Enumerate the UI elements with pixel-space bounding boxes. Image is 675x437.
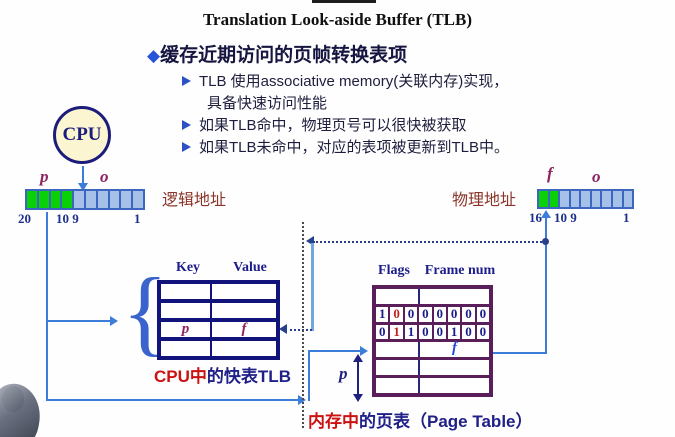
tlb-header-value: Value xyxy=(233,260,267,275)
table-row: f xyxy=(376,340,489,361)
bit-cell xyxy=(581,191,592,207)
tlb-table: p f xyxy=(157,280,280,360)
bit-cell xyxy=(109,191,122,208)
logical-address-register xyxy=(25,189,145,210)
physical-o-label: o xyxy=(592,167,601,186)
bit-cell xyxy=(74,191,86,208)
frame-to-physical-line xyxy=(545,214,547,354)
presenter-head xyxy=(2,386,24,412)
tlb-hit-dashed-line xyxy=(313,241,545,243)
cpu-to-register-line xyxy=(82,166,84,184)
bit-cell xyxy=(560,191,571,207)
physical-bit-16: 16 xyxy=(529,210,542,225)
logical-p-label: p xyxy=(40,167,49,186)
arrow-bullet-icon xyxy=(182,120,191,130)
pagetable-caption-red: 内存中 xyxy=(308,412,359,431)
table-row xyxy=(161,284,276,303)
divider-dotted-line xyxy=(302,222,304,428)
page-title: Translation Look-aside Buffer (TLB) xyxy=(202,10,473,29)
bit-cell xyxy=(38,191,51,208)
sub-bullet-2: 如果TLB命中，物理页号可以很快被获取 xyxy=(182,114,467,135)
video-artifact-bar xyxy=(312,0,376,3)
pagetable-elbow-vertical xyxy=(308,351,310,401)
logical-bit-1: 1 xyxy=(134,211,141,226)
bit-cell xyxy=(612,191,624,207)
bit-cell xyxy=(133,191,143,208)
p-span-line xyxy=(357,357,359,397)
physical-f-label: f xyxy=(547,164,553,183)
arrow-down-icon xyxy=(78,183,88,191)
table-row xyxy=(376,289,489,307)
physical-address-register xyxy=(537,189,634,209)
frame-out-line xyxy=(492,352,547,354)
bullet-main: ◆缓存近期访问的页帧转换表项 xyxy=(147,40,407,67)
bullet-main-text: 缓存近期访问的页帧转换表项 xyxy=(160,45,408,66)
physical-bit-1: 1 xyxy=(623,210,630,225)
p-flow-vertical-line xyxy=(46,212,48,401)
bit-cell xyxy=(591,191,603,207)
logical-o-label: o xyxy=(100,167,109,186)
sub-bullet-1: TLB 使用associative memory(关联内存)实现， xyxy=(182,70,508,91)
bit-cell xyxy=(549,191,561,207)
cpu-node: CPU xyxy=(53,106,111,164)
tlb-caption-blue: 的快表TLB xyxy=(206,367,291,386)
tlb-p-cell: p xyxy=(161,322,212,337)
arrow-right-icon xyxy=(110,316,118,326)
arrow-left-icon xyxy=(279,324,287,334)
bit-cell xyxy=(62,191,75,208)
table-row xyxy=(161,341,276,356)
junction-dot xyxy=(542,238,549,245)
tlb-f-cell: f xyxy=(241,321,247,337)
arrow-up-icon xyxy=(541,210,551,218)
bit-cell xyxy=(121,191,134,208)
diamond-bullet-icon: ◆ xyxy=(147,46,161,65)
tlb-caption: CPU中的快表TLB xyxy=(130,362,315,387)
physical-address-label: 物理地址 xyxy=(452,192,517,209)
table-row-bits: 0 1 1 0 0 1 0 0 xyxy=(376,324,489,343)
tlb-header-key: Key xyxy=(175,260,201,275)
bit-cell xyxy=(539,191,550,207)
pagetable-entry-line xyxy=(308,350,362,352)
sub-bullet-1-line2: 具备快速访问性能 xyxy=(207,92,327,113)
table-row-bits: 1 0 0 0 0 0 0 0 xyxy=(376,306,489,325)
sub-bullet-1b-text: 具备快速访问性能 xyxy=(207,95,328,112)
arrow-down-icon xyxy=(353,394,363,402)
p-to-pagetable-bottom-line xyxy=(46,399,304,401)
pagetable-caption-blue: 的页表（Page Table） xyxy=(359,412,533,431)
table-row xyxy=(376,360,489,379)
bit-cell xyxy=(570,191,582,207)
pagetable-header-framenum: Frame num xyxy=(424,263,496,278)
tlb-caption-red: CPU中 xyxy=(154,367,207,386)
tlb-f-dashed-line xyxy=(285,329,312,331)
bit-cell xyxy=(50,191,63,208)
arrow-right-icon xyxy=(360,346,368,356)
bit-cell xyxy=(27,191,39,208)
bit-cell xyxy=(602,191,613,207)
table-row xyxy=(161,303,276,322)
tlb-hit-vertical-line xyxy=(311,243,314,331)
p-to-tlb-line xyxy=(46,320,110,322)
logical-bit-20: 20 xyxy=(18,211,31,226)
sub-bullet-3: 如果TLB未命中，对应的表项被更新到TLB中。 xyxy=(182,136,509,157)
sub-bullet-3-text: 如果TLB未命中，对应的表项被更新到TLB中。 xyxy=(199,139,510,156)
bit-cell xyxy=(85,191,98,208)
pagetable-caption: 内存中的页表（Page Table） xyxy=(308,407,533,432)
arrow-bullet-icon xyxy=(182,76,191,86)
pagetable-f-cell: f xyxy=(452,340,457,357)
physical-bit-10-9: 10 9 xyxy=(554,210,577,225)
table-row: p f xyxy=(161,322,276,341)
pagetable-p-label: p xyxy=(339,364,348,383)
logical-bit-10-9: 10 9 xyxy=(56,211,79,226)
arrow-left-icon xyxy=(306,236,314,246)
bit-cell xyxy=(97,191,110,208)
logical-address-label: 逻辑地址 xyxy=(162,192,227,209)
arrow-up-icon xyxy=(353,354,363,362)
page-table: 1 0 0 0 0 0 0 0 0 1 1 0 0 1 0 0 f xyxy=(372,285,493,397)
pagetable-header-flags: Flags xyxy=(378,263,410,278)
arrow-bullet-icon xyxy=(182,142,191,152)
table-row xyxy=(376,378,489,393)
sub-bullet-2-text: 如果TLB命中，物理页号可以很快被获取 xyxy=(199,117,467,134)
bit-cell xyxy=(623,191,633,207)
sub-bullet-1-text: TLB 使用associative memory(关联内存)实现， xyxy=(199,73,509,90)
